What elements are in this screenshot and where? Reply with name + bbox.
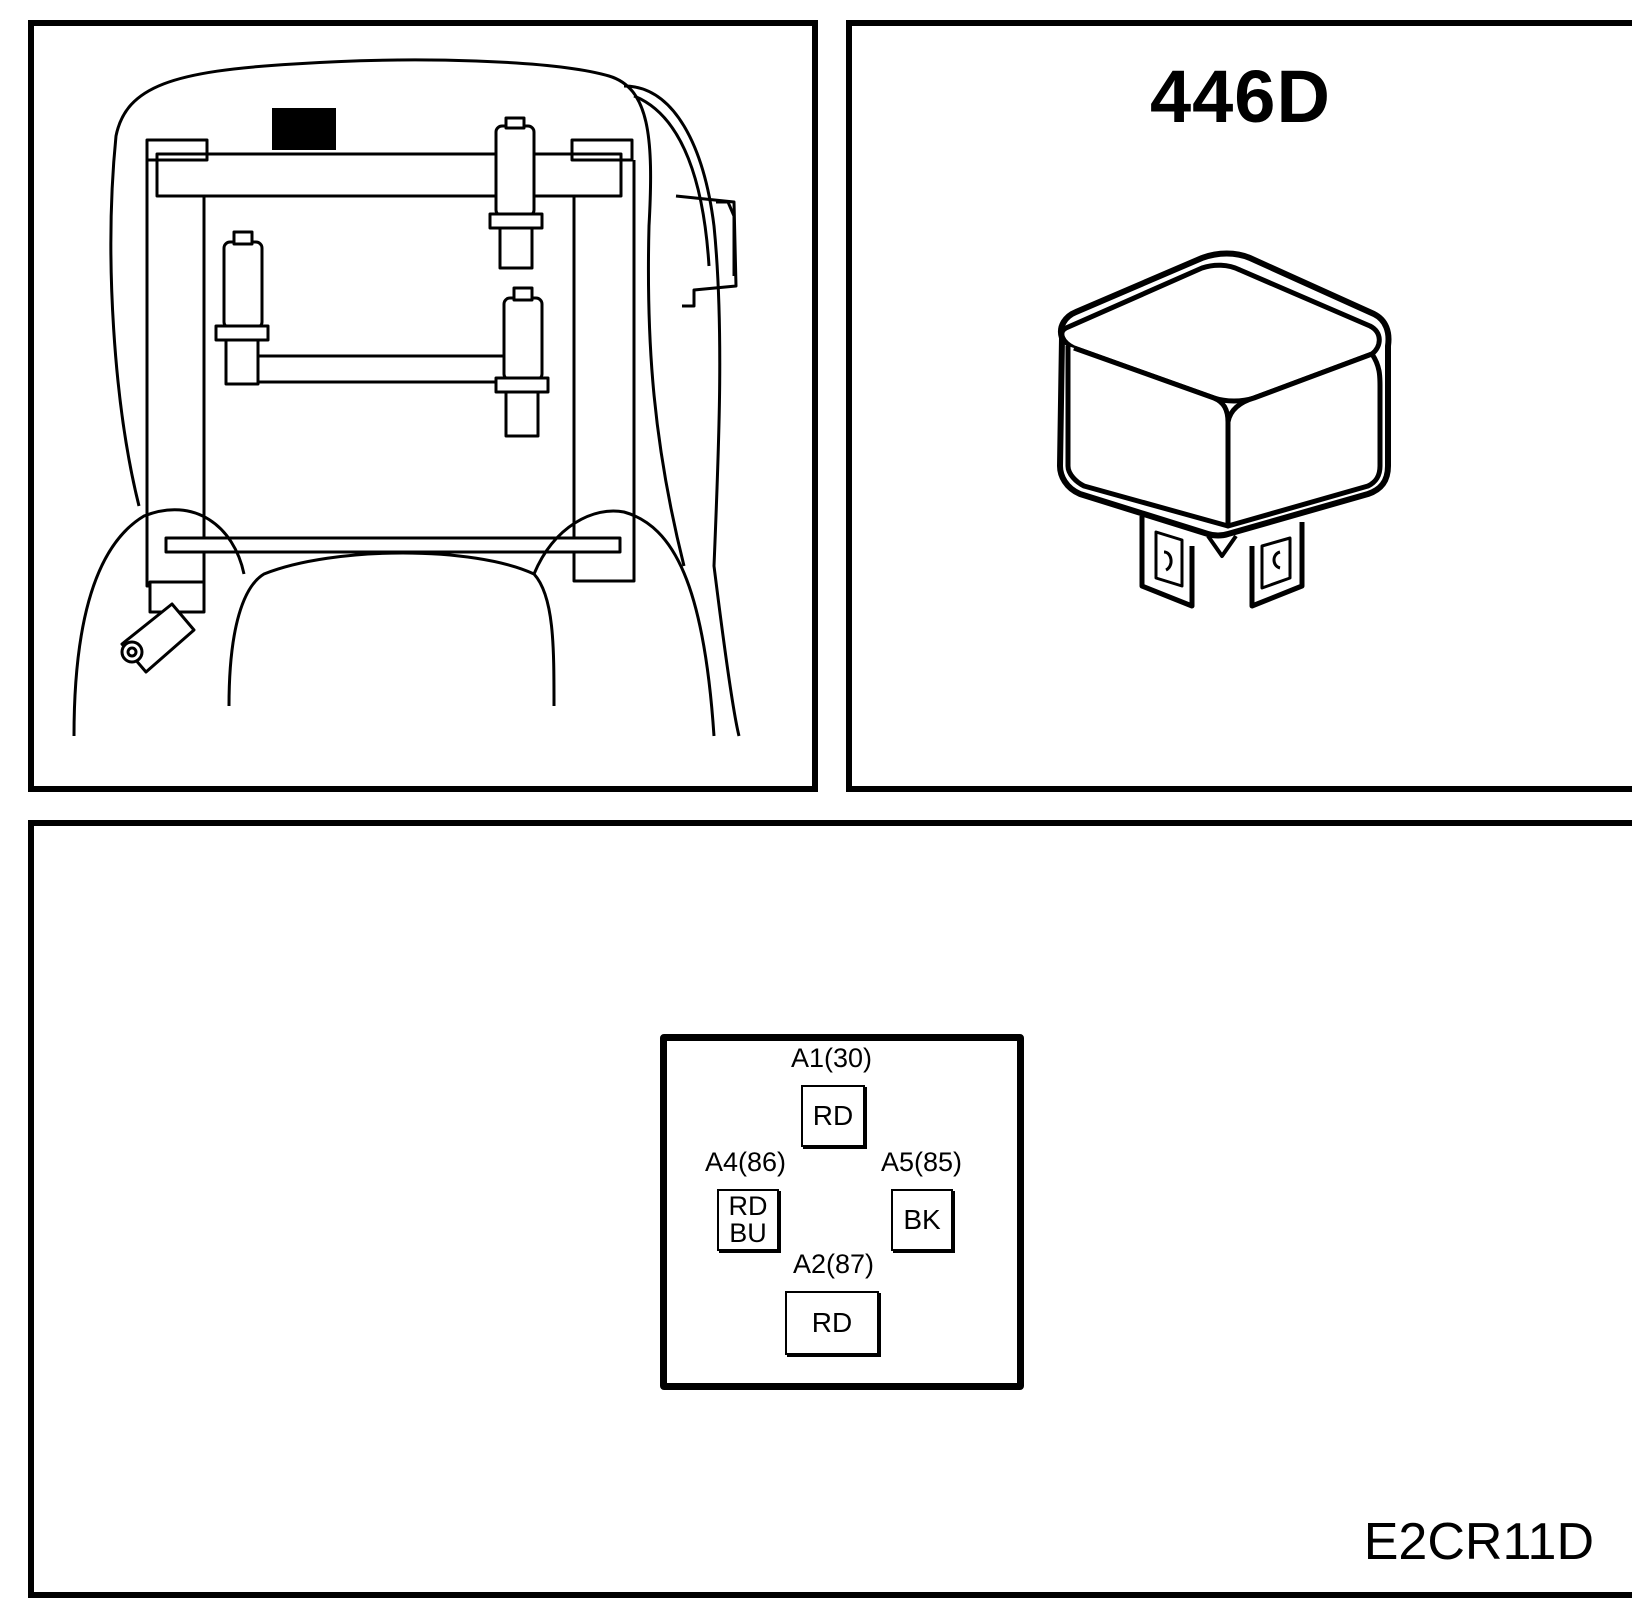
pin-a2-wire: RD [785, 1291, 879, 1355]
seat-illustration [72, 58, 741, 737]
pin-a4-wire: RD BU [717, 1189, 779, 1251]
seat-location-panel [28, 20, 818, 792]
pin-a5-wire: BK [891, 1189, 953, 1251]
pin-label-a5: A5(85) [881, 1147, 963, 1177]
pin-label-a1: A1(30) [791, 1043, 873, 1073]
figure-code: E2CR11D [1363, 1513, 1594, 1571]
pin-label-a4: A4(86) [705, 1147, 787, 1177]
pin-a4-wire-line-2: BU [729, 1218, 767, 1248]
connector-pinout-panel: A1(30) RD A4(86) RD BU A5(85) BK A2(87) … [28, 820, 1632, 1598]
pin-a1-wire: RD [801, 1085, 865, 1147]
relay-panel: 446D [846, 20, 1632, 792]
pin-label-a2: A2(87) [793, 1249, 875, 1279]
relay-illustration [1057, 250, 1392, 609]
relay-title: 446D [1150, 55, 1331, 138]
connector-face: A1(30) RD A4(86) RD BU A5(85) BK A2(87) … [660, 1034, 1024, 1390]
pin-a4-wire-line-1: RD [728, 1191, 768, 1221]
